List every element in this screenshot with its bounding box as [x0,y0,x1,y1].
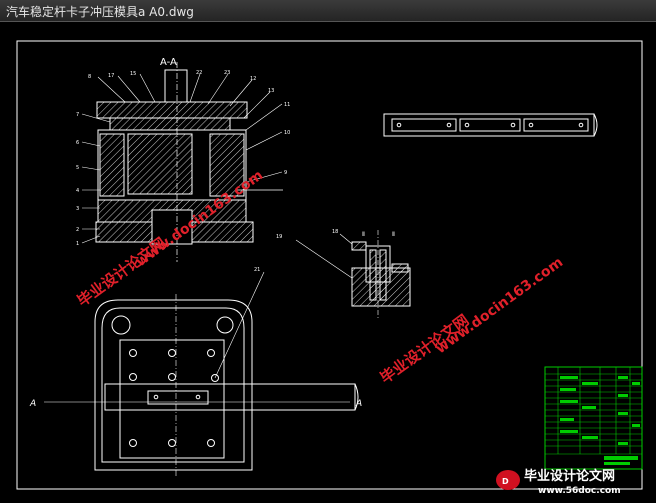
svg-text:21: 21 [254,267,260,273]
shank [164,69,188,103]
window-titlebar[interactable]: 汽车稳定杆卡子冲压模具a A0.dwg [0,0,656,22]
plan-view: A A 21 [29,267,362,477]
detail-view: Ⅱ Ⅱ 19 18 [276,229,411,318]
cad-drawing: A-A 8 [16,40,643,496]
svg-text:22: 22 [196,70,202,76]
svg-text:7: 7 [76,112,79,118]
section-label: A-A [160,57,177,68]
guide-right [209,133,245,197]
svg-text:18: 18 [332,229,338,235]
drawing-frame [16,40,643,490]
svg-text:9: 9 [284,170,287,176]
punch-holder [109,117,231,131]
svg-text:6: 6 [76,140,79,146]
strip-layout [383,113,598,137]
svg-text:3: 3 [76,206,79,212]
svg-text:17: 17 [108,73,114,79]
svg-text:A: A [355,399,362,409]
die-opening [151,209,193,245]
svg-text:8: 8 [88,74,91,80]
svg-text:毕业设计论文网: 毕业设计论文网 [74,234,170,310]
svg-text:23: 23 [224,70,230,76]
svg-text:Ⅱ: Ⅱ [392,231,395,238]
svg-text:www.docin163.com: www.docin163.com [433,254,566,357]
svg-text:2: 2 [76,227,79,233]
svg-text:13: 13 [268,88,274,94]
svg-text:11: 11 [284,102,290,108]
svg-text:1: 1 [76,241,79,247]
punch [127,133,193,195]
svg-text:4: 4 [76,188,79,194]
svg-text:5: 5 [76,165,79,171]
section-view: A-A 8 [76,57,290,262]
svg-text:毕业设计论文网: 毕业设计论文网 [377,311,473,387]
footer-watermark: D 毕业设计论文网 www.56doc.com [496,468,621,496]
svg-text:10: 10 [284,130,290,136]
svg-text:Ⅱ: Ⅱ [362,231,365,238]
svg-text:15: 15 [130,71,136,77]
svg-text:毕业设计论文网: 毕业设计论文网 [524,468,615,484]
title-block [544,366,643,470]
svg-text:19: 19 [276,234,282,240]
svg-text:12: 12 [250,76,256,82]
svg-text:A: A [29,399,36,409]
upper-plate [96,101,248,119]
drawing-canvas[interactable]: A-A 8 [0,22,656,499]
window-title: 汽车稳定杆卡子冲压模具a A0.dwg [6,5,194,19]
guide-left [99,133,125,197]
svg-text:D: D [502,477,509,486]
watermark-logo-icon [496,470,520,490]
svg-text:www.56doc.com: www.56doc.com [538,486,621,496]
